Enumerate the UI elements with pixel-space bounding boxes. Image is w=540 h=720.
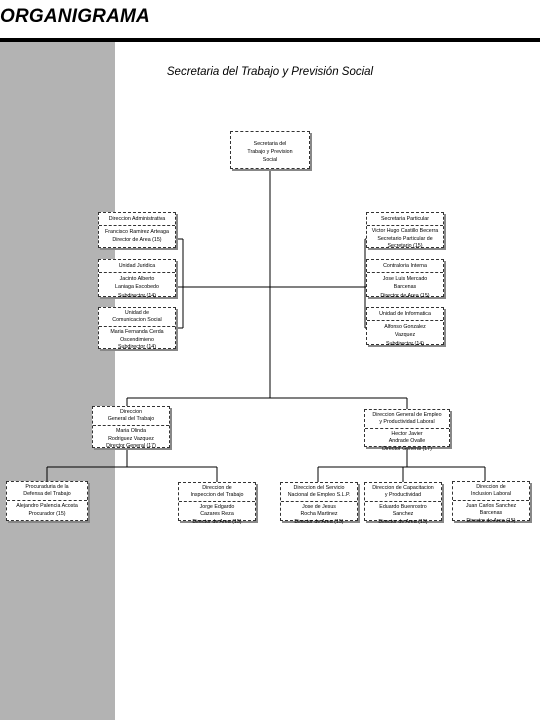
box-person: Laniaga Escobedo bbox=[115, 284, 159, 291]
box-person: Secretario Particular de bbox=[377, 235, 433, 242]
chart-subtitle: Secretaria del Trabajo y Previsión Socia… bbox=[166, 66, 374, 78]
box-title: Procuraduria de la bbox=[25, 484, 69, 490]
box-title: Direccion de bbox=[202, 485, 232, 491]
box-title: Defensa del Trabajo bbox=[23, 491, 71, 498]
box-person: Oscendimieno bbox=[120, 336, 154, 343]
box-title: Secretaria Particular bbox=[381, 216, 429, 222]
box-person: Director General (17) bbox=[382, 445, 432, 452]
box-person: Rodriguez Vazquez bbox=[108, 435, 154, 442]
box-title: y Productividad Laboral bbox=[379, 419, 435, 426]
box-person: Juan Carlos Sanchez bbox=[465, 503, 517, 510]
box-person: Subdirector (14) bbox=[118, 344, 156, 351]
org-box-secretaria: Secretaria del Trabajo y Prevision Socia… bbox=[230, 131, 310, 169]
box-title: Unidad de bbox=[124, 310, 150, 316]
org-box-secretaria-particular: Secretaria Particular Victor Hugo Castil… bbox=[366, 212, 444, 250]
box-title: Comunicacion Social bbox=[112, 317, 162, 324]
page-title: ORGANIGRAMA bbox=[0, 6, 150, 27]
box-title: Direccion General de Empleo bbox=[372, 412, 442, 418]
box-text-line: Trabajo y Prevision bbox=[247, 149, 293, 156]
box-person: Alejandro Palencia Acosta bbox=[16, 503, 78, 510]
box-title: Direccion de bbox=[476, 484, 506, 490]
box-title: Unidad de Informatica bbox=[379, 311, 431, 317]
box-person: Director de Area (15) bbox=[378, 518, 428, 525]
box-title: Direccion Administrativa bbox=[108, 216, 166, 222]
box-person: Hector Javier bbox=[391, 431, 423, 438]
box-person: Jacinto Alberto bbox=[119, 276, 155, 283]
box-person: Victor Hugo Castillo Becerra bbox=[371, 228, 439, 235]
box-title: Inspeccion del Trabajo bbox=[190, 492, 244, 499]
box-title: Contraloria Interna bbox=[383, 263, 427, 269]
box-person: Director de Area (15) bbox=[466, 517, 516, 524]
box-person: Francisco Ramirez Arteaga bbox=[105, 229, 169, 236]
box-person: Subdirector (14) bbox=[118, 292, 156, 299]
box-person: Procurador (15) bbox=[28, 510, 66, 517]
box-person: Director de Area (15) bbox=[192, 518, 242, 525]
box-person: Alfonso Gonzalez bbox=[384, 324, 426, 331]
box-person: Director de Area (15) bbox=[294, 518, 344, 525]
box-person: Maria Fernanda Cerda bbox=[110, 329, 164, 336]
box-title: y Productividad bbox=[384, 492, 422, 499]
box-person: Director General (17) bbox=[106, 443, 156, 450]
org-box-dg-empleo: Direccion General de Empleo y Productivi… bbox=[364, 409, 450, 452]
org-box-servicio-nacional-empleo: Direccion del Servicio Nacional de Emple… bbox=[280, 482, 358, 525]
box-person: Jose de Jesus bbox=[302, 504, 336, 511]
box-title: Direccion de Capacitacion bbox=[372, 485, 434, 491]
box-person: Eduardo Buenrostro bbox=[379, 504, 427, 511]
box-person: Andrade Ovalle bbox=[388, 438, 426, 445]
box-person: Subdirector (14) bbox=[386, 340, 424, 347]
box-title: General del Trabajo bbox=[107, 416, 155, 423]
box-person: Director de Area (15) bbox=[112, 237, 162, 244]
org-box-unidad-informatica: Unidad de Informatica Alfonso Gonzalez V… bbox=[366, 307, 444, 347]
box-person: Vazquez bbox=[394, 332, 416, 339]
box-person: Rocha Martinez bbox=[300, 511, 338, 518]
box-person: Barcenas bbox=[479, 510, 503, 517]
box-title: Direccion del Servicio bbox=[293, 485, 345, 491]
box-title: Inclusion Laboral bbox=[470, 491, 512, 498]
org-box-inspeccion-trabajo: Direccion de Inspeccion del Trabajo Jorg… bbox=[178, 482, 256, 525]
org-box-comunicacion-social: Unidad de Comunicacion Social Maria Fern… bbox=[98, 307, 176, 351]
box-person: Sanchez bbox=[392, 511, 414, 518]
box-person: Jorge Edgardo bbox=[199, 504, 235, 511]
box-title: Direccion bbox=[119, 409, 143, 415]
org-box-contraloria-interna: Contraloria Interna Jose Luis Mercado Ba… bbox=[366, 259, 444, 299]
box-person: Barcenas bbox=[393, 284, 417, 291]
box-title: Unidad Juridica bbox=[118, 263, 156, 269]
title-underline bbox=[0, 38, 540, 42]
box-text-line: Social bbox=[262, 157, 278, 164]
org-box-procuraduria: Procuraduria de la Defensa del Trabajo A… bbox=[6, 481, 88, 521]
box-title: Nacional de Empleo S.L.P. bbox=[287, 492, 351, 499]
org-box-direccion-administrativa: Direccion Administrativa Francisco Ramir… bbox=[98, 212, 176, 248]
org-box-unidad-juridica: Unidad Juridica Jacinto Alberto Laniaga … bbox=[98, 259, 176, 299]
box-person: Maria Olinda bbox=[115, 428, 147, 435]
org-box-capacitacion: Direccion de Capacitacion y Productivida… bbox=[364, 482, 442, 525]
box-person: Director de Area (15) bbox=[380, 292, 430, 299]
sidebar-band bbox=[0, 42, 115, 720]
org-box-dg-trabajo: Direccion General del Trabajo Maria Olin… bbox=[92, 406, 170, 450]
box-text-line: Secretaria del bbox=[253, 141, 287, 147]
box-person: Cazares Reza bbox=[200, 511, 234, 518]
box-person: Secretario (15) bbox=[387, 243, 423, 250]
org-box-inclusion-laboral: Direccion de Inclusion Laboral Juan Carl… bbox=[452, 481, 530, 524]
box-person: Jose Luis Mercado bbox=[382, 276, 428, 283]
